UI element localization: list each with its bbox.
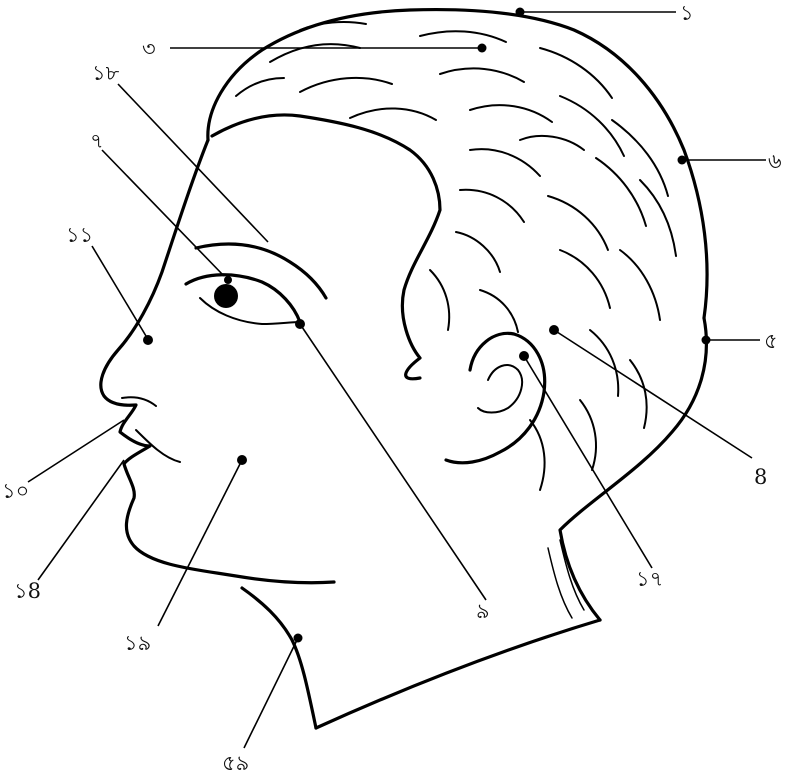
point-3 <box>478 44 487 53</box>
label-7: ৭ <box>90 129 104 153</box>
point-8 <box>549 325 559 335</box>
head-drawing <box>101 10 707 728</box>
point-6 <box>678 156 687 165</box>
ear-inner <box>478 365 522 412</box>
label-18a: ১৮ <box>92 61 120 85</box>
eye-lower-lid <box>200 298 300 324</box>
hair-curls <box>236 22 676 490</box>
eye-iris <box>214 284 238 308</box>
throat-line <box>242 588 316 728</box>
point-9 <box>295 319 305 329</box>
face-profile <box>101 140 334 583</box>
point-11 <box>143 335 153 345</box>
label-10: ১০ <box>2 479 29 503</box>
label-18b: ১8 <box>14 579 41 603</box>
point-17 <box>519 351 529 361</box>
leader-8 <box>554 330 752 458</box>
point-markers <box>143 8 711 643</box>
leader-11 <box>92 246 146 336</box>
leader-18b <box>38 460 124 580</box>
label-11: ১১ <box>66 223 93 247</box>
label-8: 8 <box>754 465 767 489</box>
label-3: ৩ <box>142 37 156 61</box>
eye-upper-lid <box>186 275 300 322</box>
point-7 <box>224 276 232 284</box>
label-19: ১৯ <box>124 631 151 655</box>
point-1 <box>516 8 525 17</box>
label-5: ৫ <box>764 329 778 353</box>
ear <box>446 333 545 462</box>
leader-7 <box>102 150 224 276</box>
labels: ১ ৩ ৬ ৫ 8 ১৭ ৯ ৫৯ ১৯ ১৮ ১০ ১১ ৭ ১8 <box>2 1 782 775</box>
eyebrow <box>196 244 326 298</box>
leader-18a <box>118 84 268 242</box>
leader-10 <box>28 420 124 482</box>
leader-19 <box>158 460 242 626</box>
leader-59 <box>244 638 298 748</box>
neck-base <box>316 620 600 728</box>
point-5 <box>702 336 711 345</box>
label-17: ১৭ <box>636 567 663 591</box>
point-59 <box>294 634 303 643</box>
label-1: ১ <box>680 1 694 25</box>
label-59: ৫৯ <box>222 751 249 775</box>
leader-17 <box>524 356 652 568</box>
point-19 <box>237 455 247 465</box>
label-9: ৯ <box>476 599 490 623</box>
label-6: ৬ <box>768 149 782 173</box>
